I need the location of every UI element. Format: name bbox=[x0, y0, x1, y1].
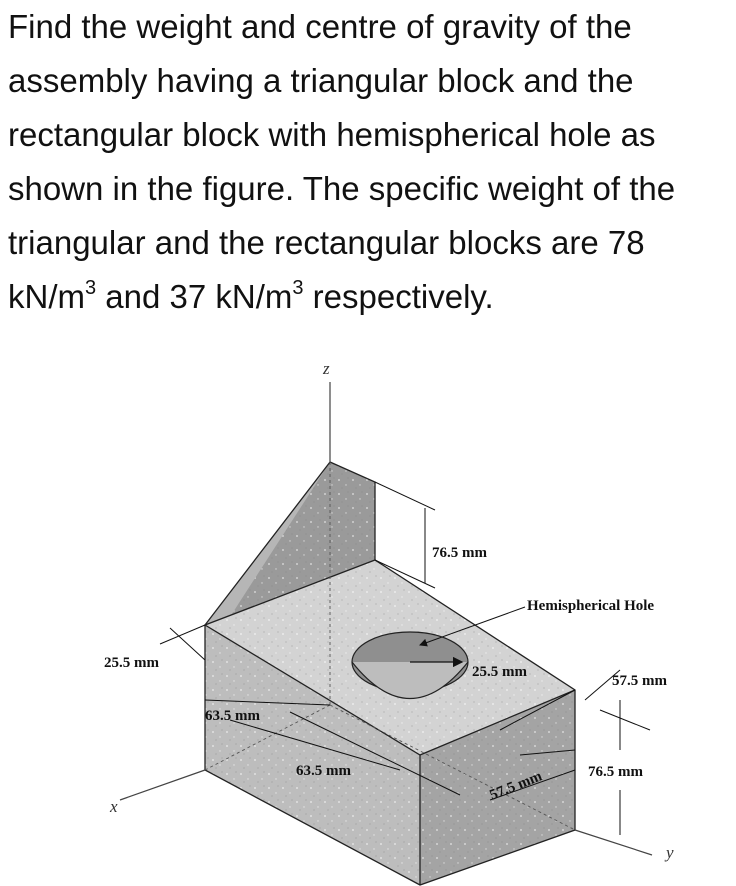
axis-x-label: x bbox=[109, 797, 118, 816]
dim-left-depth: 25.5 mm bbox=[104, 655, 159, 671]
question-line-4: shown in the figure. The specific weight… bbox=[8, 170, 676, 207]
unit-text: kN/m bbox=[8, 278, 85, 315]
question-line-5: triangular and the rectangular blocks ar… bbox=[8, 224, 645, 261]
dim-hole-radius: 25.5 mm bbox=[472, 664, 527, 680]
axis-z-label: z bbox=[322, 359, 330, 378]
dim-front-lower: 63.5 mm bbox=[296, 763, 351, 779]
dim-right-height: 76.5 mm bbox=[588, 764, 643, 780]
unit-text: respectively. bbox=[303, 278, 494, 315]
dimension-labels: 76.5 mm Hemispherical Hole 25.5 mm 25.5 … bbox=[104, 545, 667, 804]
superscript: 3 bbox=[85, 277, 97, 299]
question-line-1: Find the weight and centre of gravity of… bbox=[8, 8, 632, 45]
question-line-2: assembly having a triangular block and t… bbox=[8, 62, 634, 99]
question-text: Find the weight and centre of gravity of… bbox=[8, 0, 732, 324]
dimension-lines bbox=[159, 481, 651, 835]
hemispherical-hole bbox=[351, 631, 469, 699]
dim-front-upper: 63.5 mm bbox=[205, 708, 260, 724]
dim-right-top: 57.5 mm bbox=[612, 673, 667, 689]
dim-top-height: 76.5 mm bbox=[432, 545, 487, 561]
hole-label: Hemispherical Hole bbox=[527, 598, 654, 614]
question-line-6: kN/m3 and 37 kN/m3 respectively. bbox=[8, 270, 732, 324]
axes: z x y bbox=[109, 359, 674, 862]
unit-text: and 37 kN/m bbox=[96, 278, 293, 315]
assembly-figure: z x y 76.5 mm Hemispherical Hole 25.5 mm… bbox=[104, 359, 674, 886]
superscript: 3 bbox=[292, 277, 304, 299]
question-line-3: rectangular block with hemispherical hol… bbox=[8, 116, 656, 153]
axis-y-label: y bbox=[664, 843, 674, 862]
